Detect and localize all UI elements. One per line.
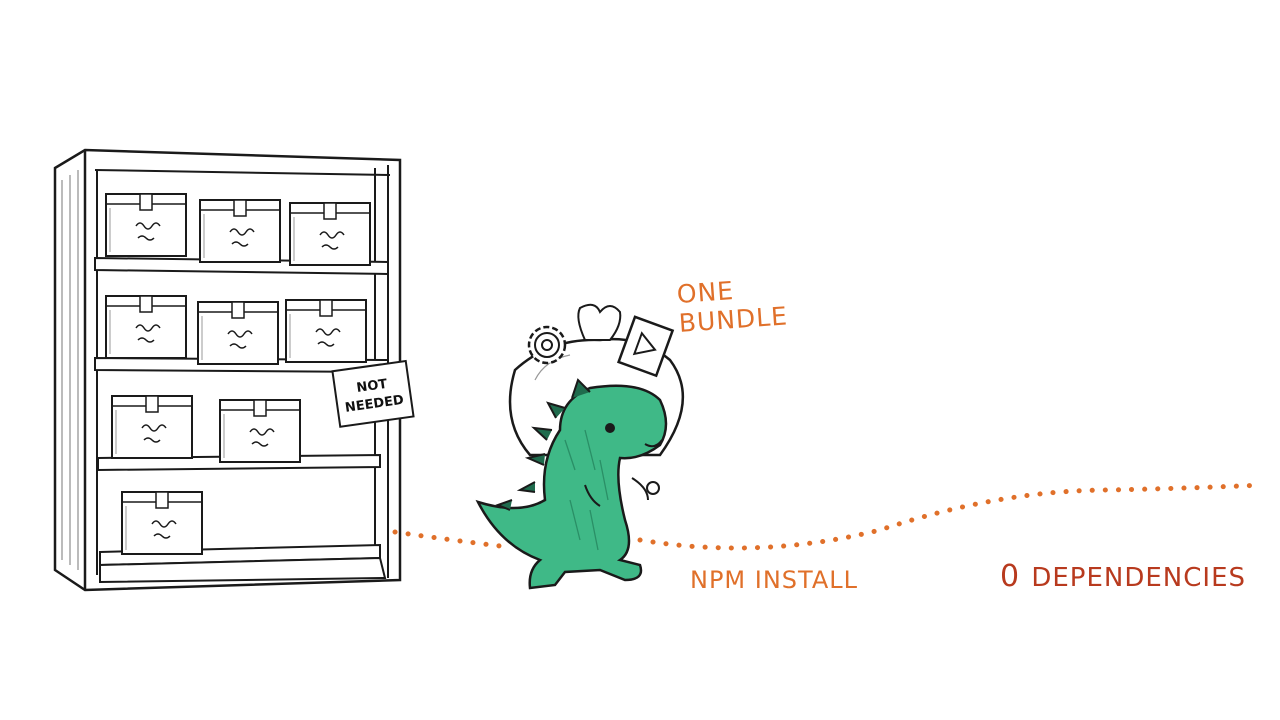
dependencies-label: 0 DEPENDENCIES [1000, 562, 1246, 592]
shelf-box [111, 395, 193, 459]
dino-eye [605, 423, 615, 433]
dependencies-word: DEPENDENCIES [1031, 563, 1247, 593]
shelf-box [289, 202, 371, 266]
one-bundle-label: ONE BUNDLE [676, 274, 789, 339]
shelf-box [105, 193, 187, 257]
one-bundle-line-2: BUNDLE [677, 301, 789, 338]
shelf-box [219, 399, 301, 463]
npm-install-label: NPM INSTALL [690, 566, 858, 594]
sign-line-1: NOT [356, 377, 389, 396]
file-icon [616, 315, 675, 378]
gear-icon [527, 325, 567, 365]
shelf-box [285, 299, 367, 363]
shelf-box [197, 301, 279, 365]
shelf-box [121, 491, 203, 555]
shelf-box [199, 199, 281, 263]
shelf-box [105, 295, 187, 359]
dinosaur-mascot [475, 378, 668, 590]
dotted-path [392, 482, 1265, 551]
not-needed-sign: NOT NEEDED [331, 359, 415, 428]
dependencies-count: 0 [1000, 559, 1021, 594]
